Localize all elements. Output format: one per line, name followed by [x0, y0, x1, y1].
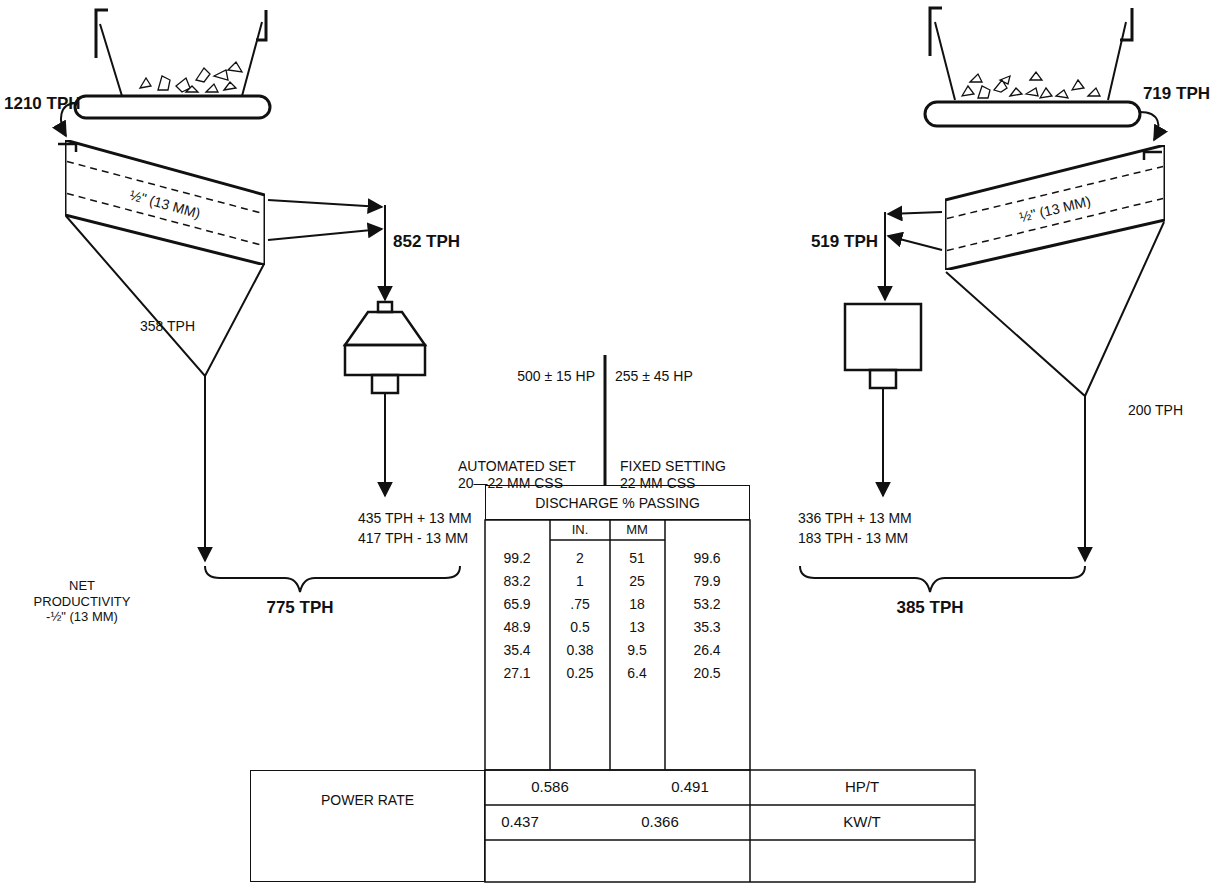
power-value: 0.366 [641, 813, 679, 831]
flow-rate: 385 TPH [896, 598, 963, 618]
setting-note: AUTOMATED SET 20—22 MM CSS [458, 458, 586, 492]
feed-arrow [1140, 112, 1158, 140]
power-value: HP/T [845, 778, 879, 796]
rock-pile [962, 72, 1100, 98]
sum-brace [800, 566, 1085, 592]
rock-pile [140, 62, 242, 92]
table-cell: 26.4 [693, 642, 720, 659]
flow-rate: 852 TPH [393, 232, 460, 252]
vibrating-screen: ½" (13 MM) [945, 145, 1165, 270]
table-cell: 79.9 [693, 573, 720, 590]
table-cell: 6.4 [627, 665, 646, 682]
table-cell: 65.9 [503, 596, 530, 613]
table-cell: 20.5 [693, 665, 720, 682]
table-cell: 1 [576, 573, 584, 590]
table-cell: 0.25 [566, 665, 593, 682]
vibrating-screen: ½" (13 MM) [65, 140, 265, 265]
net-note: NET PRODUCTIVITY -½" (13 MM) [27, 578, 137, 625]
feed-chute [1144, 152, 1162, 160]
table-cell: 0.38 [566, 642, 593, 659]
screen-size: ½" (13 MM) [1018, 193, 1092, 225]
table-cell: IN. [572, 522, 589, 538]
table-cell: 9.5 [627, 642, 646, 659]
feed-chute [58, 144, 76, 152]
power-value: 0.586 [531, 778, 569, 796]
oversize-flow [884, 212, 886, 300]
feeder-belt [925, 102, 1140, 126]
table-cell: 2 [576, 550, 584, 567]
oversize-flow [888, 236, 942, 250]
flow-rate: 417 TPH - 13 MM [358, 530, 468, 547]
table-grid [485, 770, 975, 882]
table-cell: 83.2 [503, 573, 530, 590]
oversize-flow [268, 229, 382, 240]
table-cell: 25 [629, 573, 645, 590]
flow-rate: 336 TPH + 13 MM [798, 510, 912, 527]
flow-rate: 519 TPH [811, 232, 878, 252]
power-value: 0.491 [671, 778, 709, 796]
table-heading: POWER RATE [321, 792, 414, 808]
table-cell: 99.6 [693, 550, 720, 567]
table-cell: MM [626, 522, 648, 538]
table-grid [485, 520, 750, 770]
table-cell: 18 [629, 596, 645, 613]
power-draw: 500 ± 15 HP [517, 368, 595, 385]
cone-crusher [345, 302, 425, 393]
table-cell: 35.3 [693, 619, 720, 636]
table-heading: DISCHARGE % PASSING [535, 495, 700, 511]
table-cell: 51 [629, 550, 645, 567]
fixed-crusher [845, 304, 921, 388]
flow-rate: 183 TPH - 13 MM [798, 530, 908, 547]
oversize-flow [384, 205, 386, 300]
hopper-bracket [96, 10, 108, 58]
table-label-cell: POWER RATE [250, 770, 485, 882]
feeder-belt [75, 96, 270, 118]
flow-rate: 358 TPH [140, 318, 195, 335]
flow-rate: 200 TPH [1128, 402, 1183, 419]
table-cell: 35.4 [503, 642, 530, 659]
oversize-flow [268, 200, 382, 207]
divider-line [604, 355, 607, 485]
undersize-hopper [946, 222, 1164, 396]
power-value: 0.437 [501, 813, 539, 831]
hopper-bracket [930, 8, 942, 56]
hopper-wall [100, 22, 262, 96]
table-cell: .75 [570, 596, 589, 613]
setting-note: FIXED SETTING 22 MM CSS [620, 458, 740, 492]
power-draw: 255 ± 45 HP [615, 368, 693, 385]
table-cell: 0.5 [570, 619, 589, 636]
flow-rate: 775 TPH [266, 598, 333, 618]
discharge-flow [882, 388, 884, 496]
sum-brace [205, 566, 460, 592]
flow-rate: 435 TPH + 13 MM [358, 510, 472, 527]
table-cell: 99.2 [503, 550, 530, 567]
discharge-flow [384, 393, 386, 496]
table-cell: 48.9 [503, 619, 530, 636]
undersize-flow [1084, 396, 1086, 561]
power-value: KW/T [843, 813, 881, 831]
table-cell: 13 [629, 619, 645, 636]
screen-size: ½" (13 MM) [128, 186, 202, 221]
oversize-flow [888, 212, 942, 214]
table-cell: 53.2 [693, 596, 720, 613]
hopper-wall [935, 22, 1126, 100]
table-cell: 27.1 [503, 665, 530, 682]
flow-rate: 719 TPH [1143, 84, 1210, 104]
undersize-flow [204, 376, 206, 561]
flow-rate: 1210 TPH [4, 94, 81, 114]
